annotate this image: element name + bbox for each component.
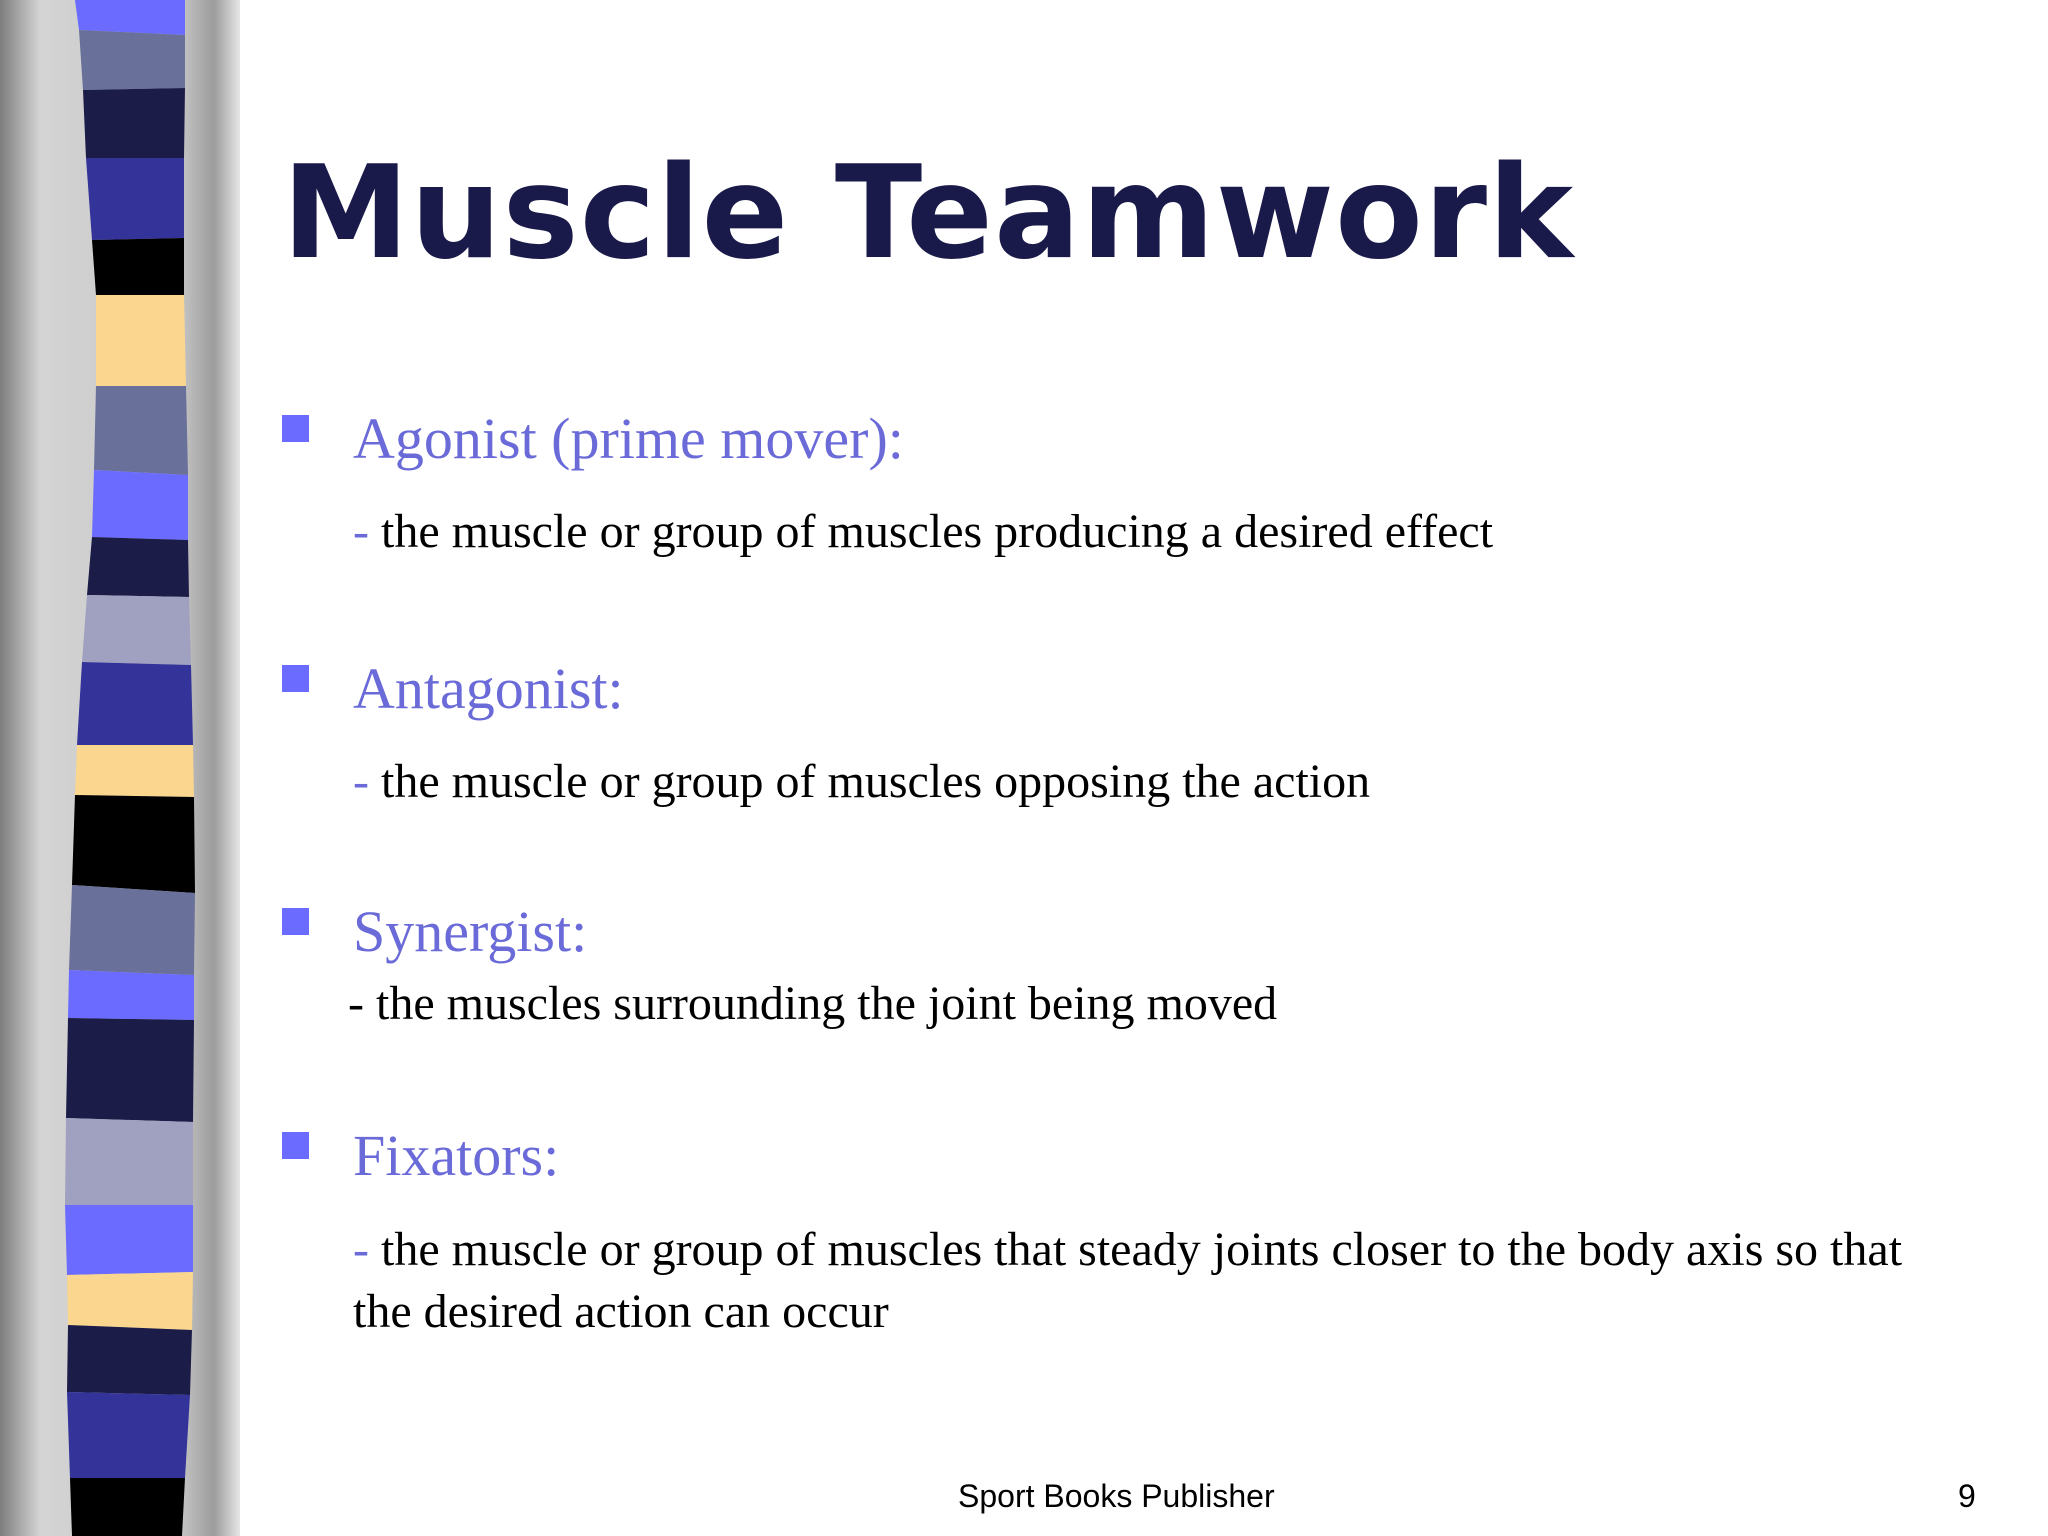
term-agonist: Agonist (prime mover): [353, 406, 904, 471]
stripe [72, 795, 195, 893]
stripe [96, 295, 186, 386]
stripe [65, 1205, 193, 1275]
decorative-sidebar [0, 0, 240, 1536]
stripe [66, 1018, 194, 1122]
dash: - [353, 755, 369, 808]
stripe [77, 662, 193, 745]
striped-ribbon [65, 0, 195, 1536]
stripe [75, 745, 194, 797]
stripe [70, 1478, 185, 1536]
bullet-square-icon [282, 1132, 309, 1159]
stripe [75, 0, 185, 35]
stripe [67, 1272, 193, 1330]
bullet-square-icon [282, 415, 309, 442]
stripe [79, 30, 185, 90]
definition-synergist: - the muscles surrounding the joint bein… [348, 973, 1948, 1035]
definition-text: the muscle or group of muscles opposing … [380, 755, 1371, 808]
definition-text: the muscle or group of muscles producing… [380, 505, 1494, 558]
stripe [83, 88, 185, 158]
term-fixators: Fixators: [353, 1123, 560, 1188]
bullet-square-icon [282, 908, 309, 935]
definition-fixators: - the muscle or group of muscles that st… [353, 1219, 1953, 1343]
stripe [92, 470, 188, 540]
slide-title: Muscle Teamwork [282, 139, 1575, 288]
stripe [86, 158, 184, 240]
term-synergist: Synergist: [353, 899, 588, 964]
stripe [82, 595, 191, 665]
dash: - [353, 505, 369, 558]
term-antagonist: Antagonist: [353, 656, 624, 721]
bullet-square-icon [282, 665, 309, 692]
definition-agonist: - the muscle or group of muscles produci… [353, 501, 1953, 563]
stripe [87, 537, 189, 597]
stripe [69, 885, 195, 975]
stripe [92, 238, 184, 295]
stripe [68, 970, 194, 1020]
stripe [67, 1325, 192, 1395]
dash: - [348, 977, 364, 1030]
stripe [65, 1118, 193, 1205]
definition-text: the muscles surrounding the joint being … [375, 977, 1278, 1030]
slide-number: 9 [1958, 1478, 1976, 1514]
dash: - [353, 1223, 369, 1276]
stripe [94, 386, 188, 475]
definition-text: the muscle or group of muscles that stea… [353, 1223, 1903, 1338]
definition-antagonist: - the muscle or group of muscles opposin… [353, 751, 1953, 813]
stripe [67, 1392, 190, 1478]
footer-publisher: Sport Books Publisher [958, 1478, 1275, 1514]
